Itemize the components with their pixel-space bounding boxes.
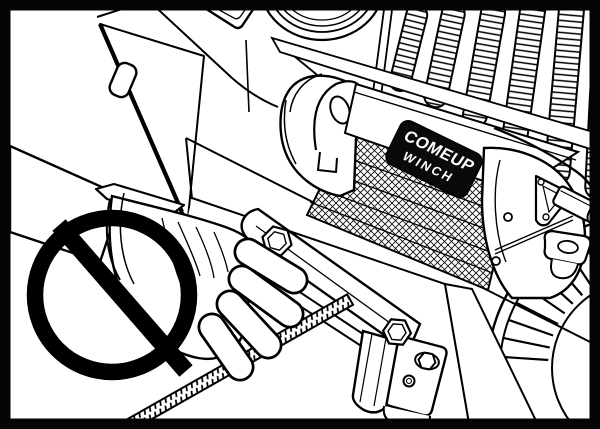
headlight [261,0,383,42]
mount-ear-slot [329,95,351,125]
prohibition-circle [26,209,198,381]
glove-fingers [197,237,309,382]
grille-trim-band [270,36,600,153]
tie-rod [494,215,574,255]
bracket-bolt [417,351,437,371]
cable-wraps [309,154,503,273]
prohibition-sign [26,209,198,381]
bumper-end [98,23,205,219]
prohibition-slash [52,219,193,377]
grille-frame-line [371,1,386,101]
winch-gear-housing [480,126,600,300]
motor-foot [316,151,338,174]
bumper-slot [108,61,138,99]
fairlead-right-bracket [351,318,448,428]
beam-chamfer [443,282,542,429]
winch-motor [279,73,366,198]
grille-frame-line [379,1,394,105]
